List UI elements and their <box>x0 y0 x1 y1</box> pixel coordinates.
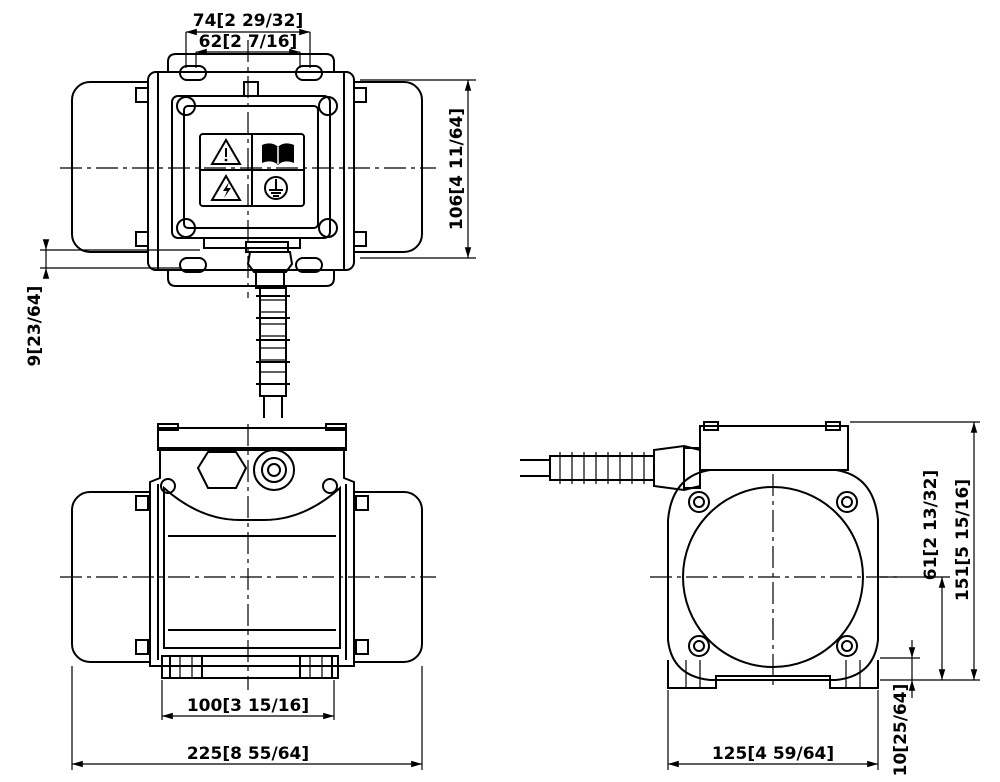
front-view <box>60 423 436 690</box>
dim-top-outer-hole-spacing: 74[2 29/32] <box>193 11 303 31</box>
dim-top-inner-hole-spacing: 62[2 7/16] <box>199 32 298 52</box>
dim-side-width: 125[4 59/64] <box>712 744 834 764</box>
dim-front-foot-spacing: 100[3 15/16] <box>187 696 309 716</box>
dim-overall-length: 225[8 55/64] <box>187 744 309 764</box>
dim-foot-thickness: 10[25/64] <box>891 684 911 777</box>
top-view <box>60 40 436 418</box>
dim-foot-offset: 9[23/64] <box>25 286 45 367</box>
dim-top-height: 106[4 11/64] <box>447 108 467 230</box>
electric-hazard-icon <box>210 174 242 201</box>
dimension-lines <box>40 28 980 770</box>
side-view <box>520 421 900 690</box>
manual-book-icon <box>262 143 294 165</box>
dim-overall-height: 151[5 15/16] <box>953 479 973 601</box>
dim-center-height: 61[2 13/32] <box>921 470 941 580</box>
ground-icon <box>264 176 288 200</box>
warning-triangle-icon <box>210 138 242 165</box>
